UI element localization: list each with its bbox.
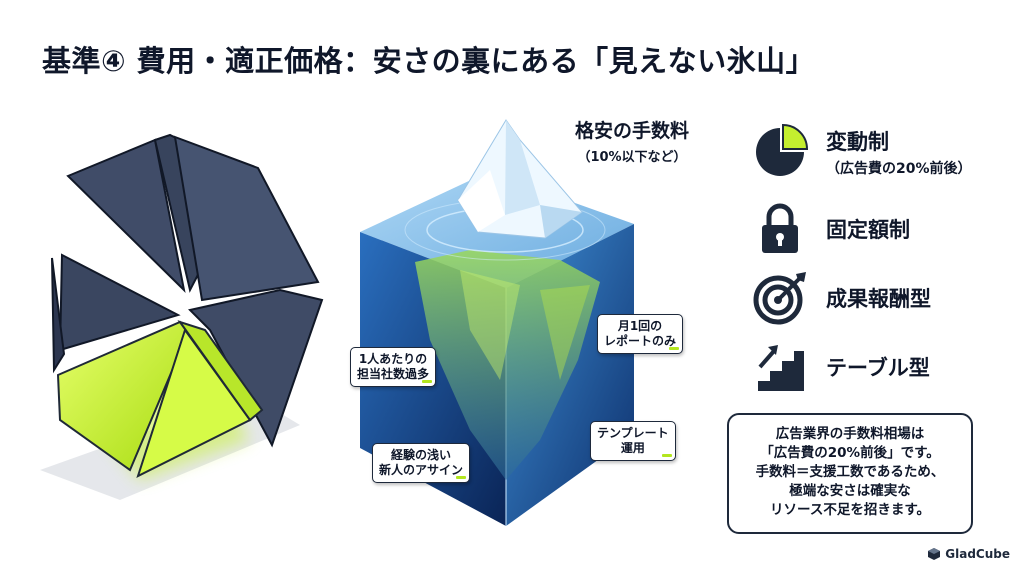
brand-name: GladCube (945, 547, 1010, 561)
page-title: 基準④ 費用・適正価格：安さの裏にある「見えない氷山」 (42, 44, 816, 78)
note-line: 極端な安さは確実な (789, 483, 911, 499)
pie-chart-icon (752, 124, 808, 180)
chip-line: テンプレート (597, 426, 669, 440)
chip-line: 新人のアサイン (379, 463, 464, 477)
fee-type-label: 成果報酬型 (826, 287, 931, 311)
brand-logo: GladCube (927, 547, 1010, 561)
pie-segment (58, 253, 181, 352)
pie-segments (51, 133, 324, 448)
fee-type-sub: （広告費の20%前後） (826, 161, 972, 177)
lock-icon (752, 201, 808, 257)
chip-line: 担当社数過多 (357, 367, 430, 381)
fee-type-label: テーブル型 (826, 356, 930, 380)
chip-line: レポートのみ (604, 334, 677, 348)
pie-segment (188, 288, 324, 448)
fee-type-fixed: 固定額制 (752, 201, 910, 257)
target-icon (752, 270, 808, 326)
fee-type-label: 変動制 (826, 130, 889, 154)
market-rate-note: 広告業界の手数料相場は 「広告費の20%前後」です。 手数料＝支援工数であるため… (727, 413, 973, 534)
chip-line: 経験の浅い (391, 448, 452, 462)
cube-logo-icon (928, 548, 941, 560)
fee-type-table: テーブル型 (752, 339, 930, 395)
iceberg-tip-subtitle: （10%以下など） (577, 150, 687, 165)
pie-segment (51, 257, 66, 374)
note-line: リソース不足を招きます。 (770, 502, 930, 518)
iceberg-underwater (415, 250, 600, 480)
hidden-cost-chip: 月1回の レポートのみ (597, 314, 684, 354)
hidden-cost-chip: テンプレート 運用 (590, 421, 676, 461)
hidden-cost-chip: 経験の浅い 新人のアサイン (372, 443, 471, 483)
pie-segment (66, 138, 186, 293)
chip-line: 運用 (620, 441, 645, 455)
note-line: 広告業界の手数料相場は (775, 426, 925, 442)
fee-type-label: 固定額制 (826, 218, 910, 242)
note-line: 手数料＝支援工数であるため、 (755, 464, 945, 480)
fee-type-performance: 成果報酬型 (752, 270, 931, 326)
pie-highlight-segment (56, 320, 264, 478)
pie-segment (173, 135, 320, 302)
fee-type-variable: 変動制 （広告費の20%前後） (752, 124, 972, 180)
chip-line: 1人あたりの (358, 352, 428, 366)
iceberg-tip-title: 格安の手数料 (574, 120, 689, 142)
stairs-icon (752, 339, 808, 395)
hidden-cost-chip: 1人あたりの 担当社数過多 (350, 347, 437, 387)
chip-line: 月1回の (617, 319, 663, 333)
note-line: 「広告費の20%前後」です。 (760, 445, 940, 461)
